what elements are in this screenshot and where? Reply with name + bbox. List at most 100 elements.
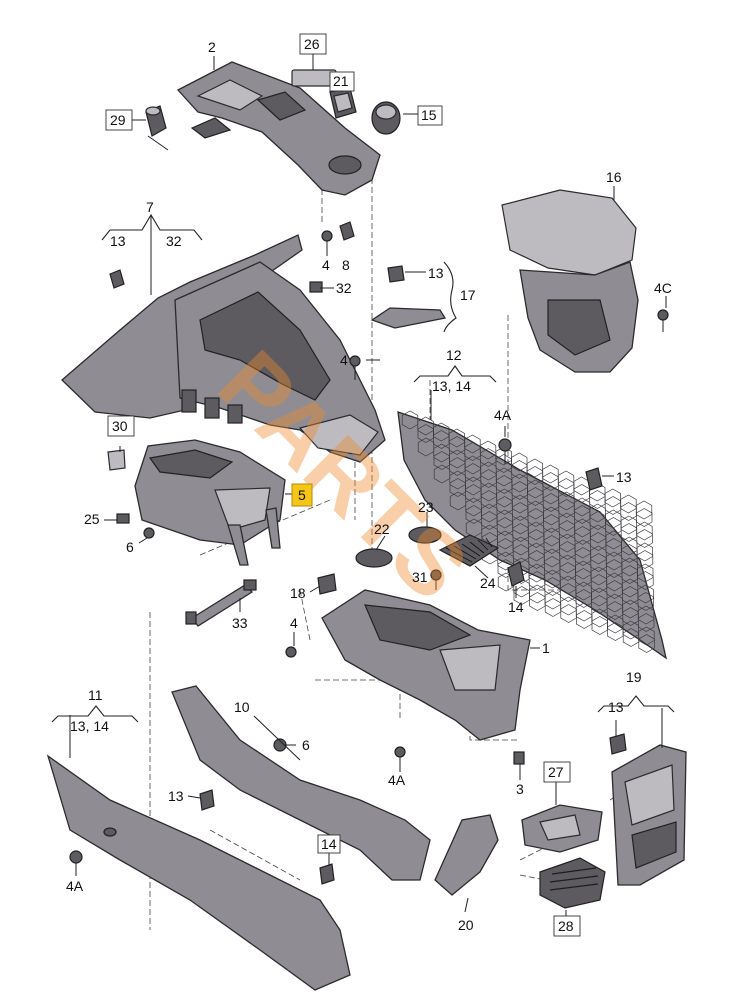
hex-cell <box>544 598 562 617</box>
hex-cell <box>637 563 654 583</box>
hex-cell <box>528 571 546 590</box>
part-28-vent <box>539 857 606 909</box>
hex-cell <box>622 628 640 647</box>
hex-cell <box>560 604 577 623</box>
hex-cell <box>448 428 465 448</box>
part-23-mat <box>408 526 442 544</box>
hex-cell <box>497 538 514 557</box>
grille-line <box>477 539 489 551</box>
hex-cell <box>449 457 466 476</box>
grille-line <box>461 543 481 557</box>
hex-cell <box>511 494 529 514</box>
hex-cell <box>433 443 450 463</box>
hex-cell <box>512 523 529 542</box>
hex-cell <box>636 521 653 541</box>
hex-cell <box>449 449 466 469</box>
part-30-clip <box>107 449 126 471</box>
hex-cell <box>605 517 622 536</box>
label-30: 30 <box>112 418 128 434</box>
hex-cell <box>433 464 451 484</box>
label-4-top: 4 <box>322 257 330 273</box>
part-15-knob <box>371 101 401 135</box>
leader-lines <box>69 54 667 916</box>
hex-cell <box>511 481 528 500</box>
label-15: 15 <box>421 107 437 123</box>
hex-cell <box>559 541 576 560</box>
hex-cell <box>526 458 543 478</box>
hex-cell <box>590 532 607 551</box>
hex-cell <box>464 442 481 461</box>
hex-cell <box>417 424 434 443</box>
part-10-air-duct <box>171 685 431 881</box>
label-23: 23 <box>418 499 434 515</box>
fastener-13-right <box>585 467 603 491</box>
label-10: 10 <box>234 699 250 715</box>
hex-cell <box>495 467 513 487</box>
hex-cell <box>497 559 514 578</box>
fastener-13-lower <box>199 789 215 811</box>
hex-cell <box>591 587 608 607</box>
hex-cell <box>605 509 622 529</box>
label-12: 12 <box>446 347 462 363</box>
part-16-armrest <box>501 189 639 373</box>
hex-cell <box>512 502 529 521</box>
hex-cell <box>638 613 655 632</box>
hex-cell <box>635 500 653 520</box>
label-1: 1 <box>542 640 550 656</box>
hex-cell <box>621 565 638 584</box>
hex-cell <box>465 484 482 503</box>
hex-cell <box>637 592 654 611</box>
label-13-rear: 13 <box>608 699 624 715</box>
hex-cell <box>449 470 466 490</box>
hex-cell <box>543 535 560 554</box>
hex-cell <box>433 430 450 449</box>
hex-cell <box>559 562 576 581</box>
hex-cell <box>622 599 639 619</box>
hex-cell <box>497 551 514 571</box>
hex-cell <box>465 497 482 517</box>
hex-cell <box>481 511 498 530</box>
hex-cell <box>480 469 497 488</box>
label-4A-bottom: 4A <box>66 878 84 894</box>
hex-cell <box>512 536 529 556</box>
hex-cell <box>605 530 622 550</box>
hex-cell <box>527 521 545 541</box>
hex-cell <box>449 478 466 497</box>
label-25: 25 <box>84 511 100 527</box>
grille-line <box>469 541 485 554</box>
hex-cell <box>590 574 608 593</box>
hex-cell <box>636 550 654 569</box>
hex-cell <box>621 557 638 577</box>
hex-cell <box>496 496 513 515</box>
label-28: 28 <box>558 918 574 934</box>
hex-cell <box>638 634 655 653</box>
hex-cell <box>590 566 607 586</box>
hex-cell <box>606 593 623 613</box>
hex-cell <box>604 496 622 515</box>
hex-cell <box>589 503 606 523</box>
hex-cell <box>607 614 624 634</box>
part-11-lower-side-panel <box>46 754 351 991</box>
hex-cell <box>527 487 544 506</box>
hex-cell <box>544 577 561 596</box>
hex-cell <box>465 505 482 524</box>
hex-cell <box>527 500 544 520</box>
hex-cell <box>591 595 608 614</box>
part-29-plug <box>145 105 169 151</box>
hex-cell <box>558 512 575 532</box>
label-11-sub: 13, 14 <box>70 718 109 734</box>
fastener-14-mid <box>507 561 525 587</box>
hex-cell <box>622 586 639 605</box>
hex-cell <box>528 563 545 583</box>
fastener-8 <box>339 221 355 241</box>
hex-cell <box>575 581 592 601</box>
hex-cell <box>575 602 593 622</box>
fastener-4-lower <box>285 646 297 658</box>
hex-cell <box>636 542 653 562</box>
part-27-vent <box>521 804 603 853</box>
label-32-mid: 32 <box>336 280 352 296</box>
label-17: 17 <box>460 287 476 303</box>
label-14-mid: 14 <box>508 599 524 615</box>
hex-cell <box>526 466 544 485</box>
